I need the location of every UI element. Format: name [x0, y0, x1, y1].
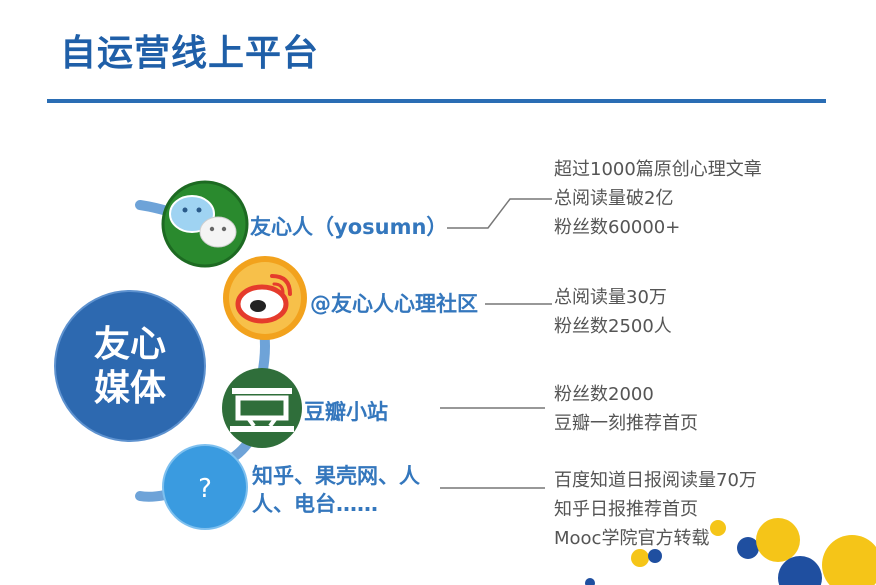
node-label-wechat: 友心人（yosumn） [250, 215, 448, 239]
details-others: 百度知道日报阅读量70万 知乎日报推荐首页 Mooc学院官方转载 [554, 466, 757, 553]
detail-line: 粉丝数2000 [554, 384, 654, 405]
svg-text:?: ? [198, 474, 212, 504]
decorative-dots [585, 518, 876, 585]
detail-line: 豆瓣一刻推荐首页 [554, 413, 698, 434]
douban-icon [222, 368, 302, 448]
details-douban: 粉丝数2000 豆瓣一刻推荐首页 [554, 380, 698, 438]
title-divider [47, 99, 826, 103]
detail-line: 粉丝数2500人 [554, 316, 672, 337]
detail-line: 超过1000篇原创心理文章 [554, 159, 762, 180]
detail-line: 总阅读量破2亿 [554, 188, 674, 209]
details-weibo: 总阅读量30万 粉丝数2500人 [554, 283, 672, 341]
detail-line: 知乎日报推荐首页 [554, 499, 698, 520]
connector-arc [135, 490, 170, 502]
node-label-douban: 豆瓣小站 [304, 400, 388, 424]
hub-label-box: 友心媒体 [57, 304, 203, 430]
node-label-others: 知乎、果壳网、人人、电台…… [252, 464, 420, 516]
detail-line: 总阅读量30万 [554, 287, 667, 308]
detail-line: 粉丝数60000+ [554, 217, 681, 238]
weibo-icon [223, 256, 307, 340]
hub-circle [55, 291, 205, 441]
node-label-weibo: @友心人心理社区 [310, 292, 478, 316]
detail-line: Mooc学院官方转载 [554, 528, 710, 549]
details-wechat: 超过1000篇原创心理文章 总阅读量破2亿 粉丝数60000+ [554, 155, 762, 242]
page-title: 自运营线上平台 [60, 33, 320, 74]
leader-line-wechat [447, 198, 552, 229]
hub-label: 友心媒体 [93, 324, 166, 409]
detail-line: 百度知道日报阅读量70万 [554, 470, 757, 491]
wechat-icon [161, 180, 249, 268]
question-icon: ? [162, 444, 248, 530]
